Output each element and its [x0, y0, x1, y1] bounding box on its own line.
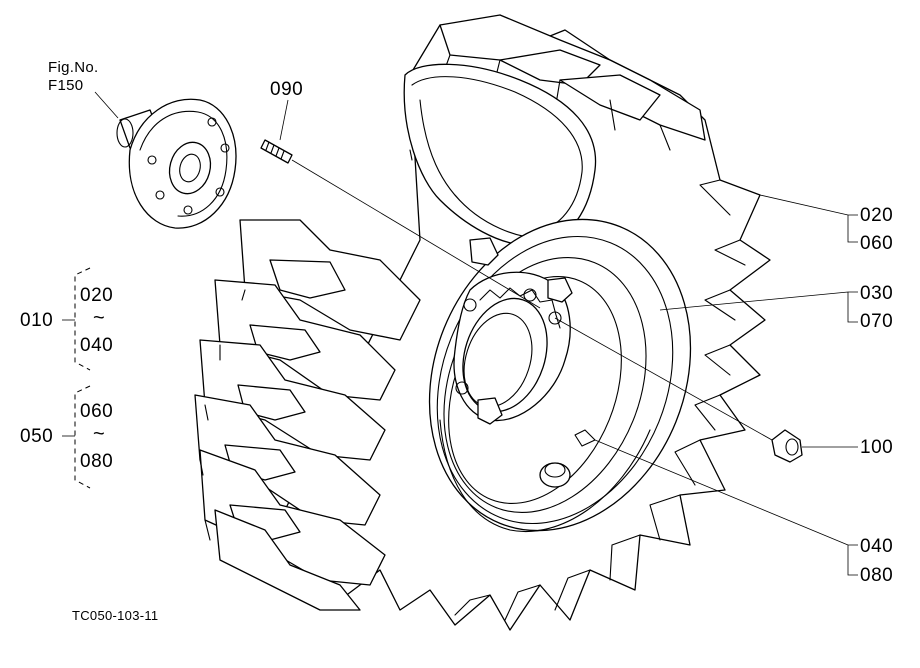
callout-rim-top[interactable]: 030	[860, 283, 894, 304]
axle-hub	[116, 98, 237, 229]
figure-ref-label: Fig.No.	[48, 59, 99, 76]
callout-rim-bottom[interactable]: 070	[860, 311, 894, 332]
figure-number-link[interactable]: F150	[48, 77, 84, 94]
tire-sidewall-opening	[403, 63, 597, 247]
drawing-code: TC050-103-11	[72, 608, 159, 623]
assembly-range-to[interactable]: 080	[80, 451, 114, 472]
callout-nut[interactable]: 100	[860, 437, 894, 458]
assembly-id[interactable]: 050	[20, 426, 54, 447]
assembly-brackets	[62, 267, 91, 489]
callout-tire-top[interactable]: 020	[860, 205, 894, 226]
nut-part	[771, 429, 803, 463]
callout-tire-bottom[interactable]: 060	[860, 233, 894, 254]
assembly-id[interactable]: 010	[20, 310, 54, 331]
callout-valve-top[interactable]: 040	[860, 536, 894, 557]
assembly-range-tilde: ~	[93, 423, 105, 445]
assembly-range-from[interactable]: 060	[80, 401, 114, 422]
assembly-range-from[interactable]: 020	[80, 285, 114, 306]
assembly-range-to[interactable]: 040	[80, 335, 114, 356]
leader-lines	[94, 91, 858, 576]
tire-front-lugs	[194, 219, 421, 611]
callout-valve-bottom[interactable]: 080	[860, 565, 894, 586]
assembly-range-tilde: ~	[93, 307, 105, 329]
callout-stud[interactable]: 090	[270, 79, 304, 100]
stud-part	[260, 139, 293, 164]
